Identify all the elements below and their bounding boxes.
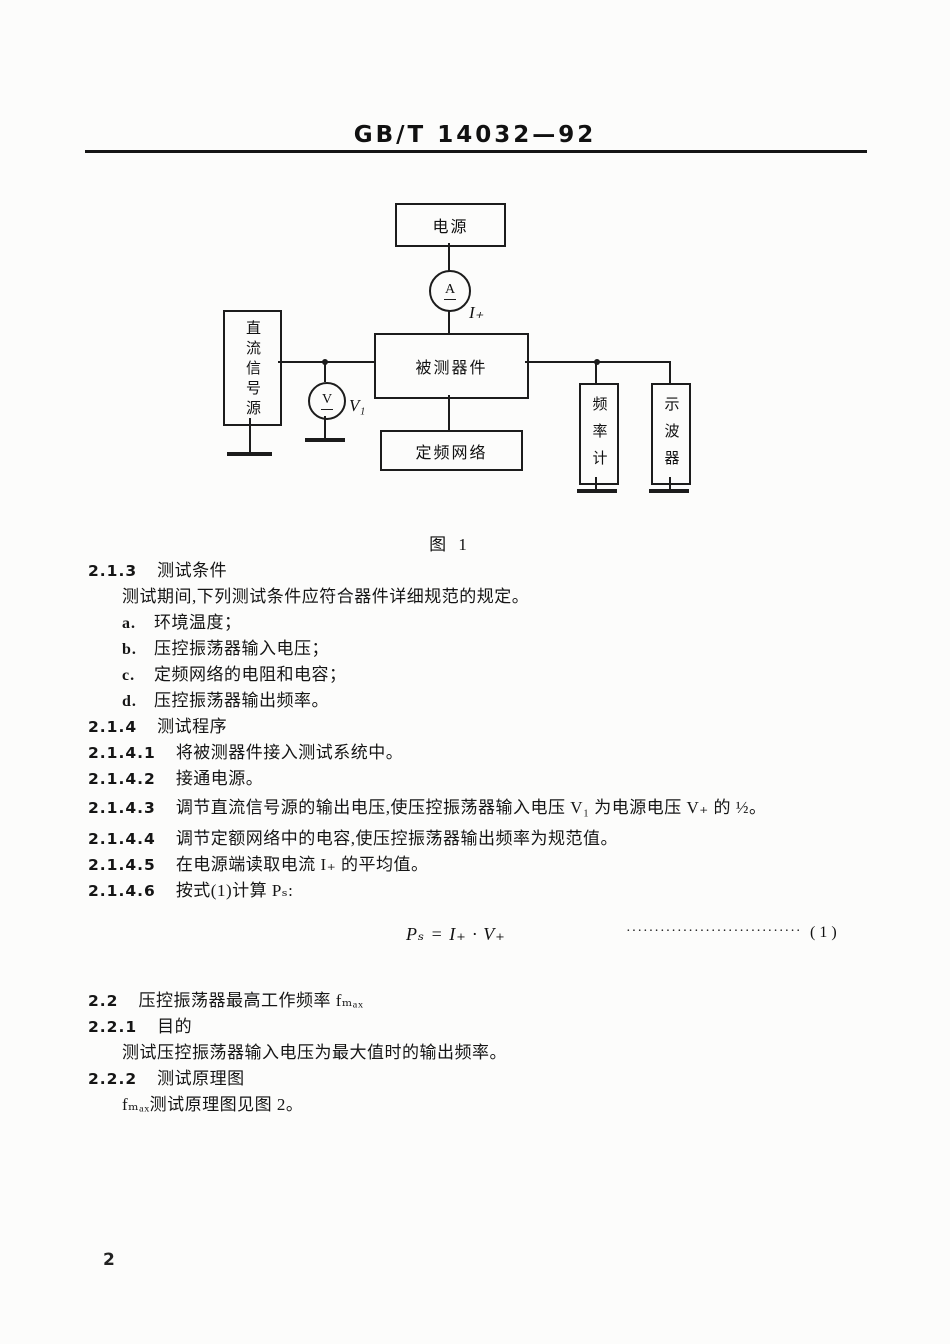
ground-icon xyxy=(649,489,689,493)
line-text: 测试原理图 xyxy=(157,1069,245,1088)
line-text: 在电源端读取电流 I₊ 的平均值。 xyxy=(175,855,429,874)
voltmeter-letter: V xyxy=(321,391,333,407)
text-line: d. 压控振荡器输出频率。 xyxy=(88,686,868,712)
ground-icon xyxy=(305,438,345,442)
power-supply-box: 电源 xyxy=(395,203,506,247)
wire xyxy=(324,362,326,382)
line-text: 测试期间,下列测试条件应符合器件详细规范的规定。 xyxy=(122,587,530,606)
line-number: 2.2.1 xyxy=(88,1018,138,1036)
ammeter-letter: A xyxy=(444,281,456,297)
device-under-test-box: 被测器件 xyxy=(374,333,529,399)
text-line: 2.2 压控振荡器最高工作频率 fₘₐₓ xyxy=(88,986,868,1012)
wire xyxy=(324,416,326,439)
figure-caption: 图 1 xyxy=(429,535,471,554)
text-line: b. 压控振荡器输入电压； xyxy=(88,634,868,660)
line-text: 按式(1)计算 Pₛ: xyxy=(175,881,294,900)
line-text: 定频网络的电阻和电容； xyxy=(154,665,347,684)
line-number: 2.1.4 xyxy=(88,718,138,736)
line-number: 2.1.3 xyxy=(88,562,138,580)
text-line: 2.1.4.5 在电源端读取电流 I₊ 的平均值。 xyxy=(88,850,868,876)
wire xyxy=(448,310,450,333)
body-text: 2.1.3 测试条件测试期间,下列测试条件应符合器件详细规范的规定。 a. 环境温度；… xyxy=(88,556,868,1116)
junction-dot xyxy=(594,359,600,365)
line-text: 将被测器件接入测试系统中。 xyxy=(175,743,404,762)
line-text: 测试压控振荡器输入电压为最大值时的输出频率。 xyxy=(122,1043,507,1062)
line-text: 目的 xyxy=(157,1017,193,1036)
text-line: 测试压控振荡器输入电压为最大值时的输出频率。 xyxy=(88,1038,868,1064)
text-line: 2.1.4 测试程序 xyxy=(88,712,868,738)
text-line: 2.1.4.2 接通电源。 xyxy=(88,764,868,790)
line-number: 2.1.4.5 xyxy=(88,856,156,874)
text-line: 2.2.1 目的 xyxy=(88,1012,868,1038)
wire xyxy=(249,418,251,453)
dc-dash-icon xyxy=(321,408,333,410)
formula-row: Pₛ = I₊ · V₊ ···························… xyxy=(88,924,868,956)
line-text: 接通电源。 xyxy=(175,769,264,788)
line-number: 2.1.4.4 xyxy=(88,830,156,848)
line-text: 环境温度； xyxy=(154,613,242,632)
voltage-label: V₁ xyxy=(349,396,366,415)
line-number: d. xyxy=(122,693,137,710)
voltmeter-symbol: V xyxy=(308,382,346,420)
wire xyxy=(448,395,450,430)
text-line: c. 定频网络的电阻和电容； xyxy=(88,660,868,686)
line-text: 压控振荡器最高工作频率 fₘₐₓ xyxy=(138,991,364,1010)
wire xyxy=(669,362,671,383)
text-line: 2.1.3 测试条件 xyxy=(88,556,868,582)
text-line: 测试期间,下列测试条件应符合器件详细规范的规定。 xyxy=(88,582,868,608)
header-rule xyxy=(85,150,867,153)
line-number: a. xyxy=(122,615,136,632)
line-text: 调节直流信号源的输出电压,使压控振荡器输入电压 V₁ 为电源电压 V₊ 的 ½。 xyxy=(175,798,767,817)
line-number: 2.2.2 xyxy=(88,1070,138,1088)
line-text: 调节定额网络中的电容,使压控振荡器输出频率为规范值。 xyxy=(175,829,619,848)
formula-expression: Pₛ = I₊ · V₊ xyxy=(406,924,506,944)
wire xyxy=(595,477,597,490)
line-number: 2.1.4.6 xyxy=(88,882,156,900)
line-text: 压控振荡器输入电压； xyxy=(154,639,329,658)
line-number: c. xyxy=(122,667,136,684)
wire xyxy=(595,362,597,383)
document-title: GB/T 14032—92 xyxy=(353,122,597,148)
text-line: fₘₐₓ测试原理图见图 2。 xyxy=(88,1090,868,1116)
text-line: 2.1.4.4 调节定额网络中的电容,使压控振荡器输出频率为规范值。 xyxy=(88,824,868,850)
wire xyxy=(448,243,450,271)
wire xyxy=(669,477,671,490)
dc-dash-icon xyxy=(444,298,456,300)
dc-signal-source-box: 直流信号源 xyxy=(223,310,282,426)
ground-icon xyxy=(577,489,617,493)
line-number: 2.1.4.2 xyxy=(88,770,156,788)
page-number: 2 xyxy=(103,1250,115,1270)
ground-icon xyxy=(227,452,272,456)
line-text: 测试条件 xyxy=(157,561,228,580)
formula-number: ( 1 ) xyxy=(810,924,837,941)
fixed-frequency-network-box: 定频网络 xyxy=(380,430,523,471)
line-number: 2.2 xyxy=(88,992,119,1010)
line-number: 2.1.4.3 xyxy=(88,799,156,817)
text-line: 2.2.2 测试原理图 xyxy=(88,1064,868,1090)
line-text: 测试程序 xyxy=(157,717,228,736)
current-label: I₊ xyxy=(469,303,484,322)
frequency-counter-box: 频率计 xyxy=(579,383,619,485)
section-lines-a: 2.1.3 测试条件测试期间,下列测试条件应符合器件详细规范的规定。 a. 环境温度；… xyxy=(88,556,868,902)
text-line: 2.1.4.6 按式(1)计算 Pₛ: xyxy=(88,876,868,902)
text-line: 2.1.4.1 将被测器件接入测试系统中。 xyxy=(88,738,868,764)
line-number: b. xyxy=(122,641,137,658)
formula-dot-leader: ······························· xyxy=(626,924,802,939)
ammeter-symbol: A xyxy=(429,270,471,312)
line-text: fₘₐₓ测试原理图见图 2。 xyxy=(122,1095,304,1114)
text-line: a. 环境温度； xyxy=(88,608,868,634)
line-number: 2.1.4.1 xyxy=(88,744,156,762)
text-line: 2.1.4.3 调节直流信号源的输出电压,使压控振荡器输入电压 V₁ 为电源电压 … xyxy=(88,793,868,819)
line-text: 压控振荡器输出频率。 xyxy=(154,691,329,710)
oscilloscope-box: 示波器 xyxy=(651,383,691,485)
